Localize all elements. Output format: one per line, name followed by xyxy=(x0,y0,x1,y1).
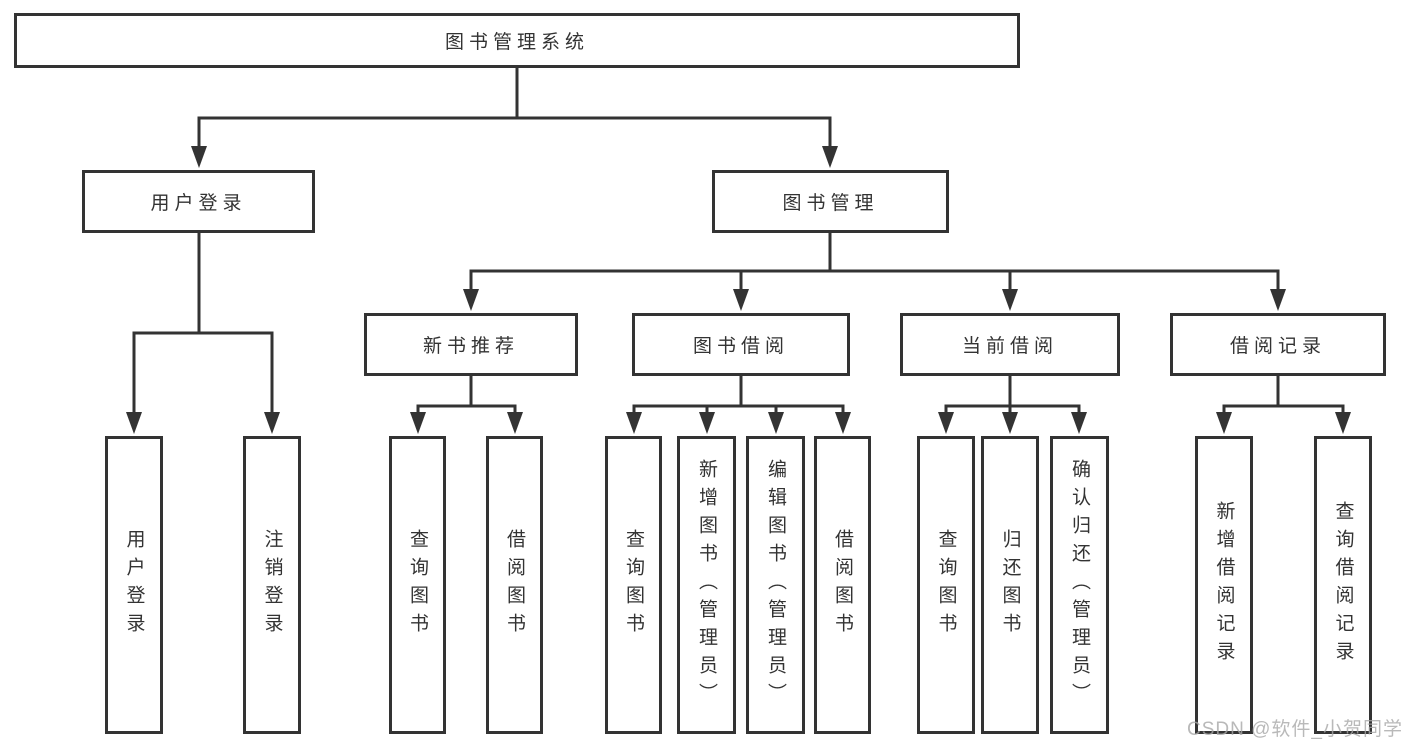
leaf-edit-books-admin: 编辑图书（管理员） xyxy=(746,436,805,734)
leaf-query-borrow-record: 查询借阅记录 xyxy=(1314,436,1372,734)
leaf-borrow-books-recommend: 借阅图书 xyxy=(486,436,543,734)
node-borrowing-records: 借阅记录 xyxy=(1170,313,1386,376)
node-book-management: 图书管理 xyxy=(712,170,949,233)
leaf-user-login: 用户登录 xyxy=(105,436,163,734)
node-current-borrowing: 当前借阅 xyxy=(900,313,1120,376)
tree-edges xyxy=(132,68,1345,416)
leaf-add-books-admin: 新增图书（管理员） xyxy=(677,436,736,734)
leaf-query-books-recommend: 查询图书 xyxy=(389,436,446,734)
node-root: 图书管理系统 xyxy=(14,13,1020,68)
leaf-logout: 注销登录 xyxy=(243,436,301,734)
watermark: CSDN @软件_小贺同学 xyxy=(1187,719,1403,740)
node-user-login: 用户登录 xyxy=(82,170,315,233)
node-book-borrowing: 图书借阅 xyxy=(632,313,850,376)
leaf-confirm-return-admin: 确认归还（管理员） xyxy=(1050,436,1109,734)
leaf-return-books: 归还图书 xyxy=(981,436,1039,734)
leaf-query-books-borrow: 查询图书 xyxy=(605,436,662,734)
leaf-borrow-books: 借阅图书 xyxy=(814,436,871,734)
leaf-query-books-current: 查询图书 xyxy=(917,436,975,734)
node-new-book-recommend: 新书推荐 xyxy=(364,313,578,376)
arrowheads xyxy=(126,146,1351,434)
leaf-add-borrow-record: 新增借阅记录 xyxy=(1195,436,1253,734)
